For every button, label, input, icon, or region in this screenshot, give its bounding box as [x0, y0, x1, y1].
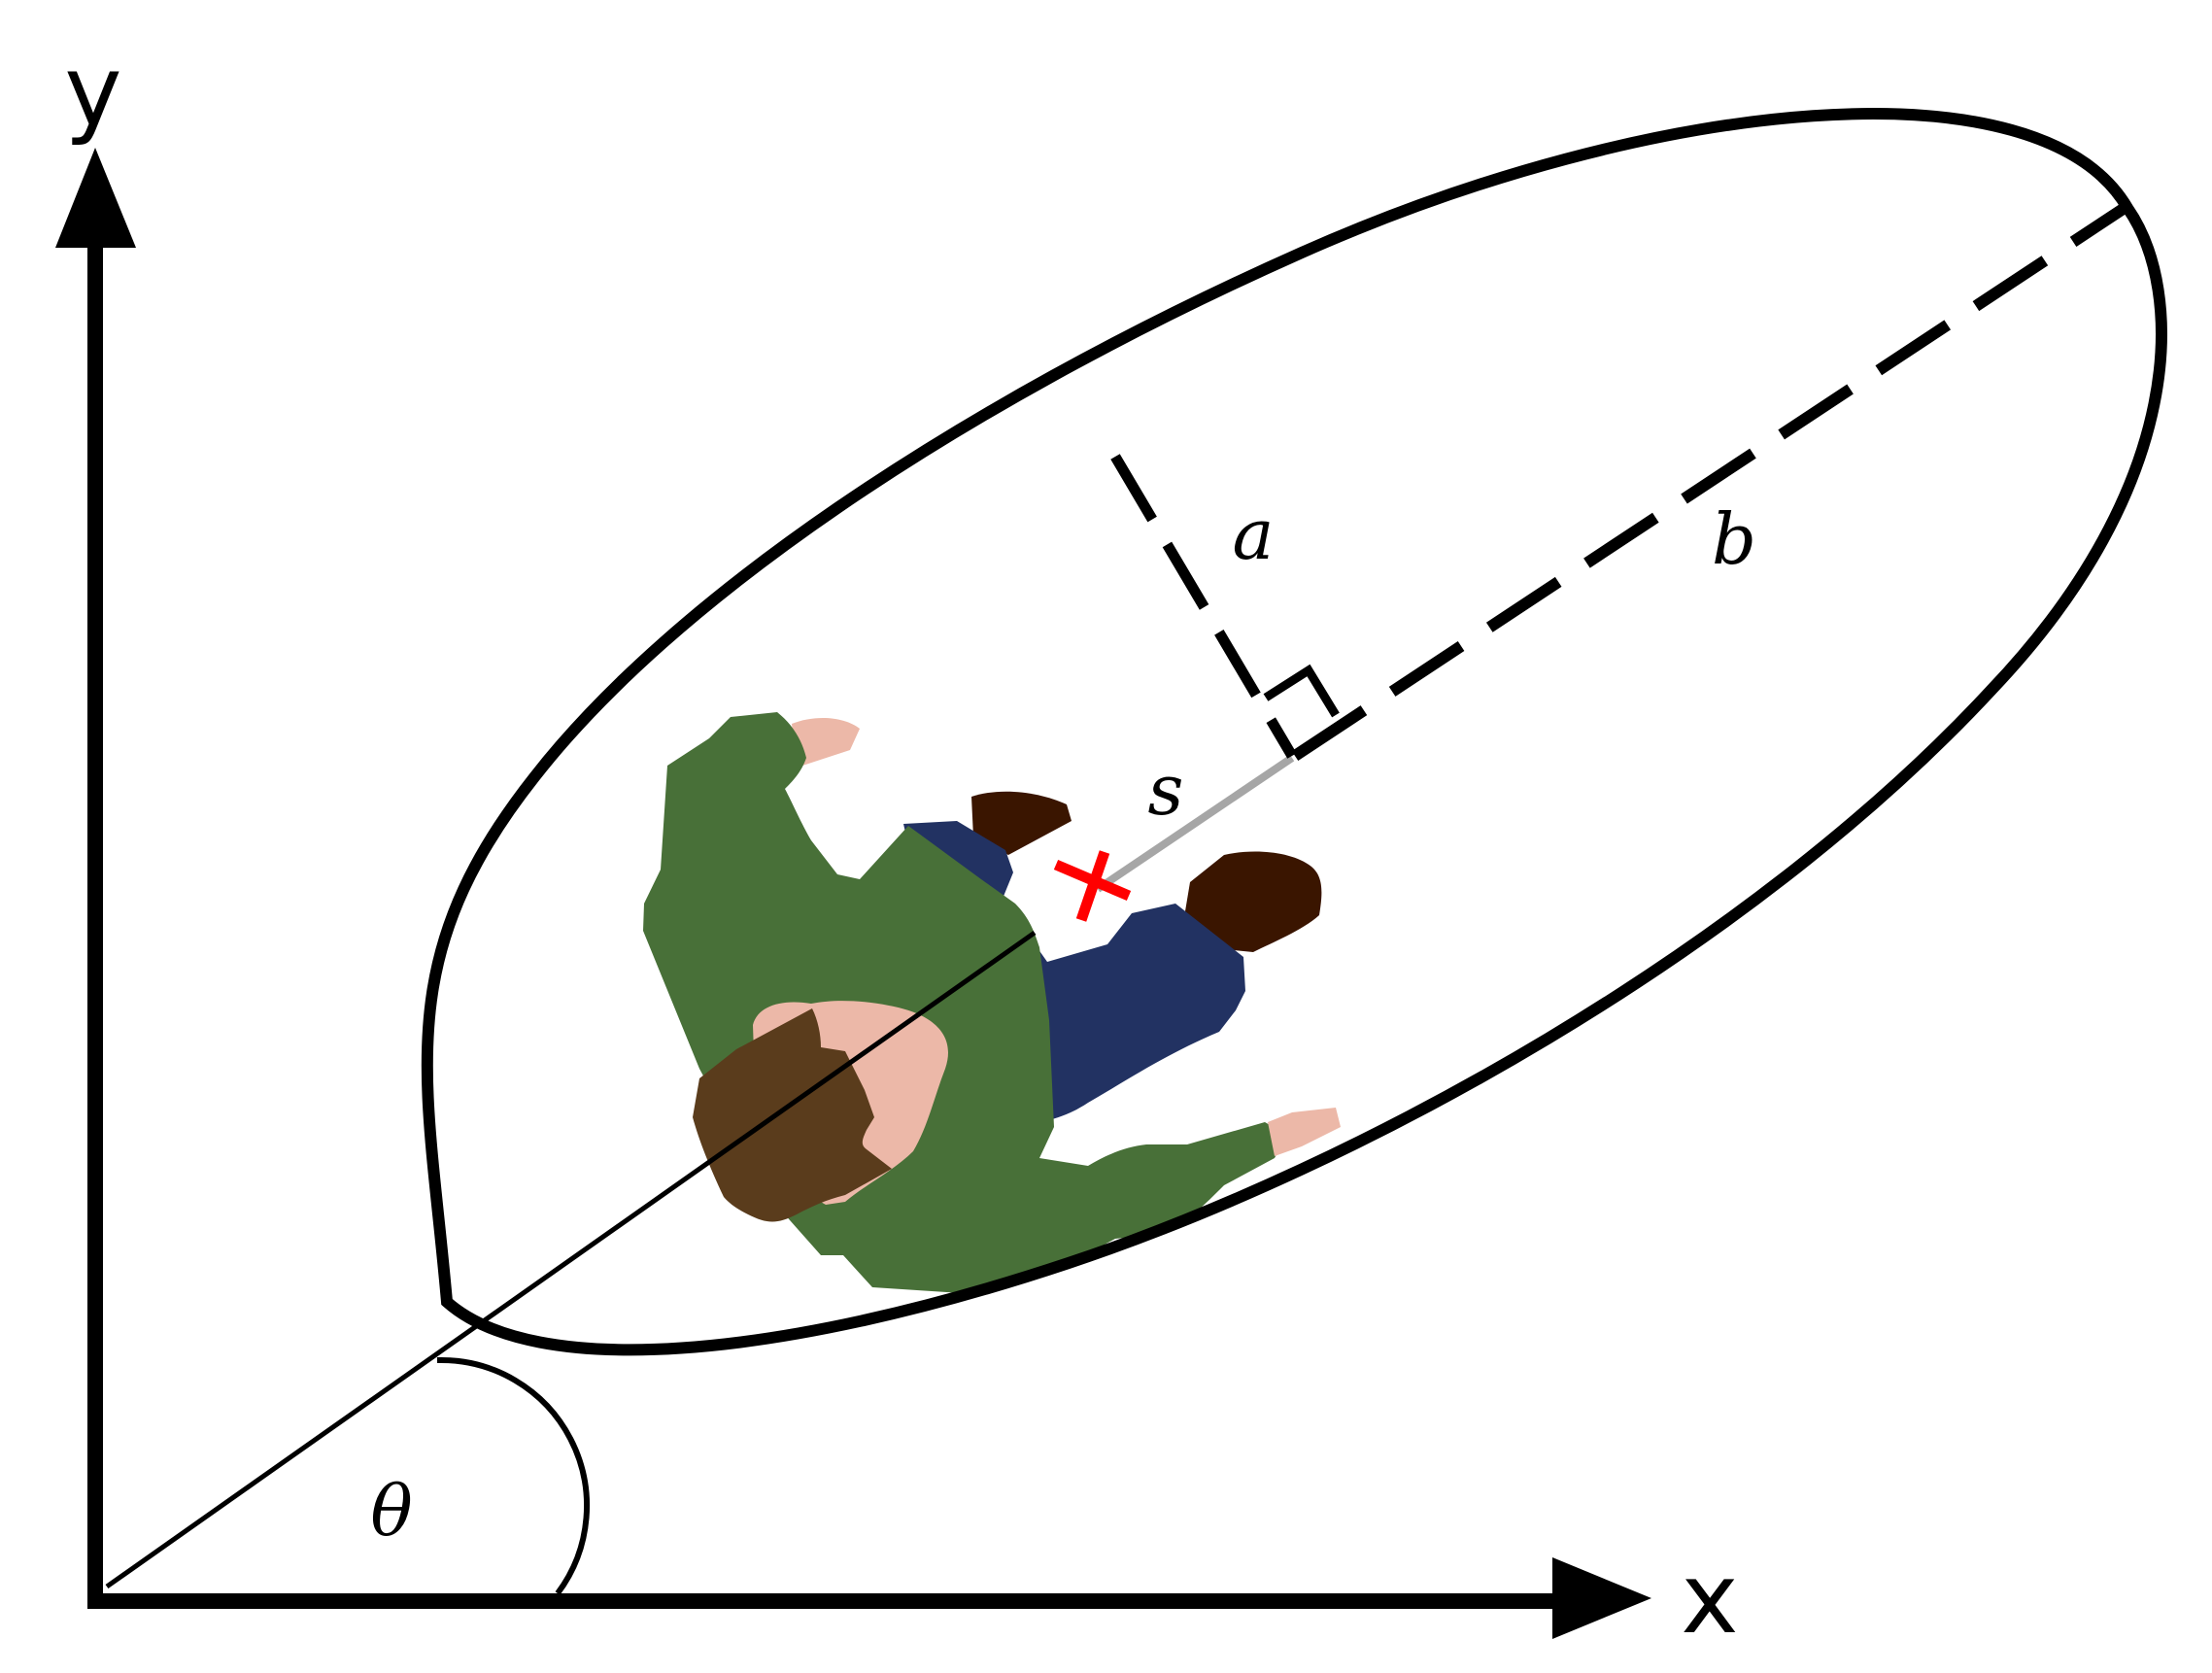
semi-minor-axis-a: [1110, 454, 1297, 759]
x-axis-label: x: [1681, 1542, 1738, 1656]
person-right-hand: [1268, 1108, 1341, 1156]
label-b: b: [1712, 498, 1756, 580]
center-marker-icon: [1053, 850, 1132, 922]
y-axis-arrowhead: [55, 148, 136, 248]
label-theta: θ: [370, 1470, 412, 1552]
semi-major-axis-b: [1291, 200, 2131, 762]
person-near-shoe: [1183, 851, 1322, 952]
label-s: s: [1148, 749, 1184, 831]
person-hair: [693, 1008, 892, 1222]
label-a: a: [1233, 494, 1275, 575]
person-far-shoe: [971, 791, 1072, 855]
axes: y x: [55, 34, 1739, 1656]
angle-arc: [436, 1356, 590, 1595]
orientation-line: [105, 930, 1037, 1589]
person-left-hand: [792, 717, 860, 768]
right-angle-marker: [1263, 664, 1340, 718]
ellipse-outline: [421, 108, 2167, 1356]
person-figure: [643, 712, 1341, 1294]
x-axis-arrowhead: [1552, 1557, 1651, 1639]
offset-line-s: [1095, 754, 1295, 893]
y-axis-label: y: [64, 34, 121, 148]
